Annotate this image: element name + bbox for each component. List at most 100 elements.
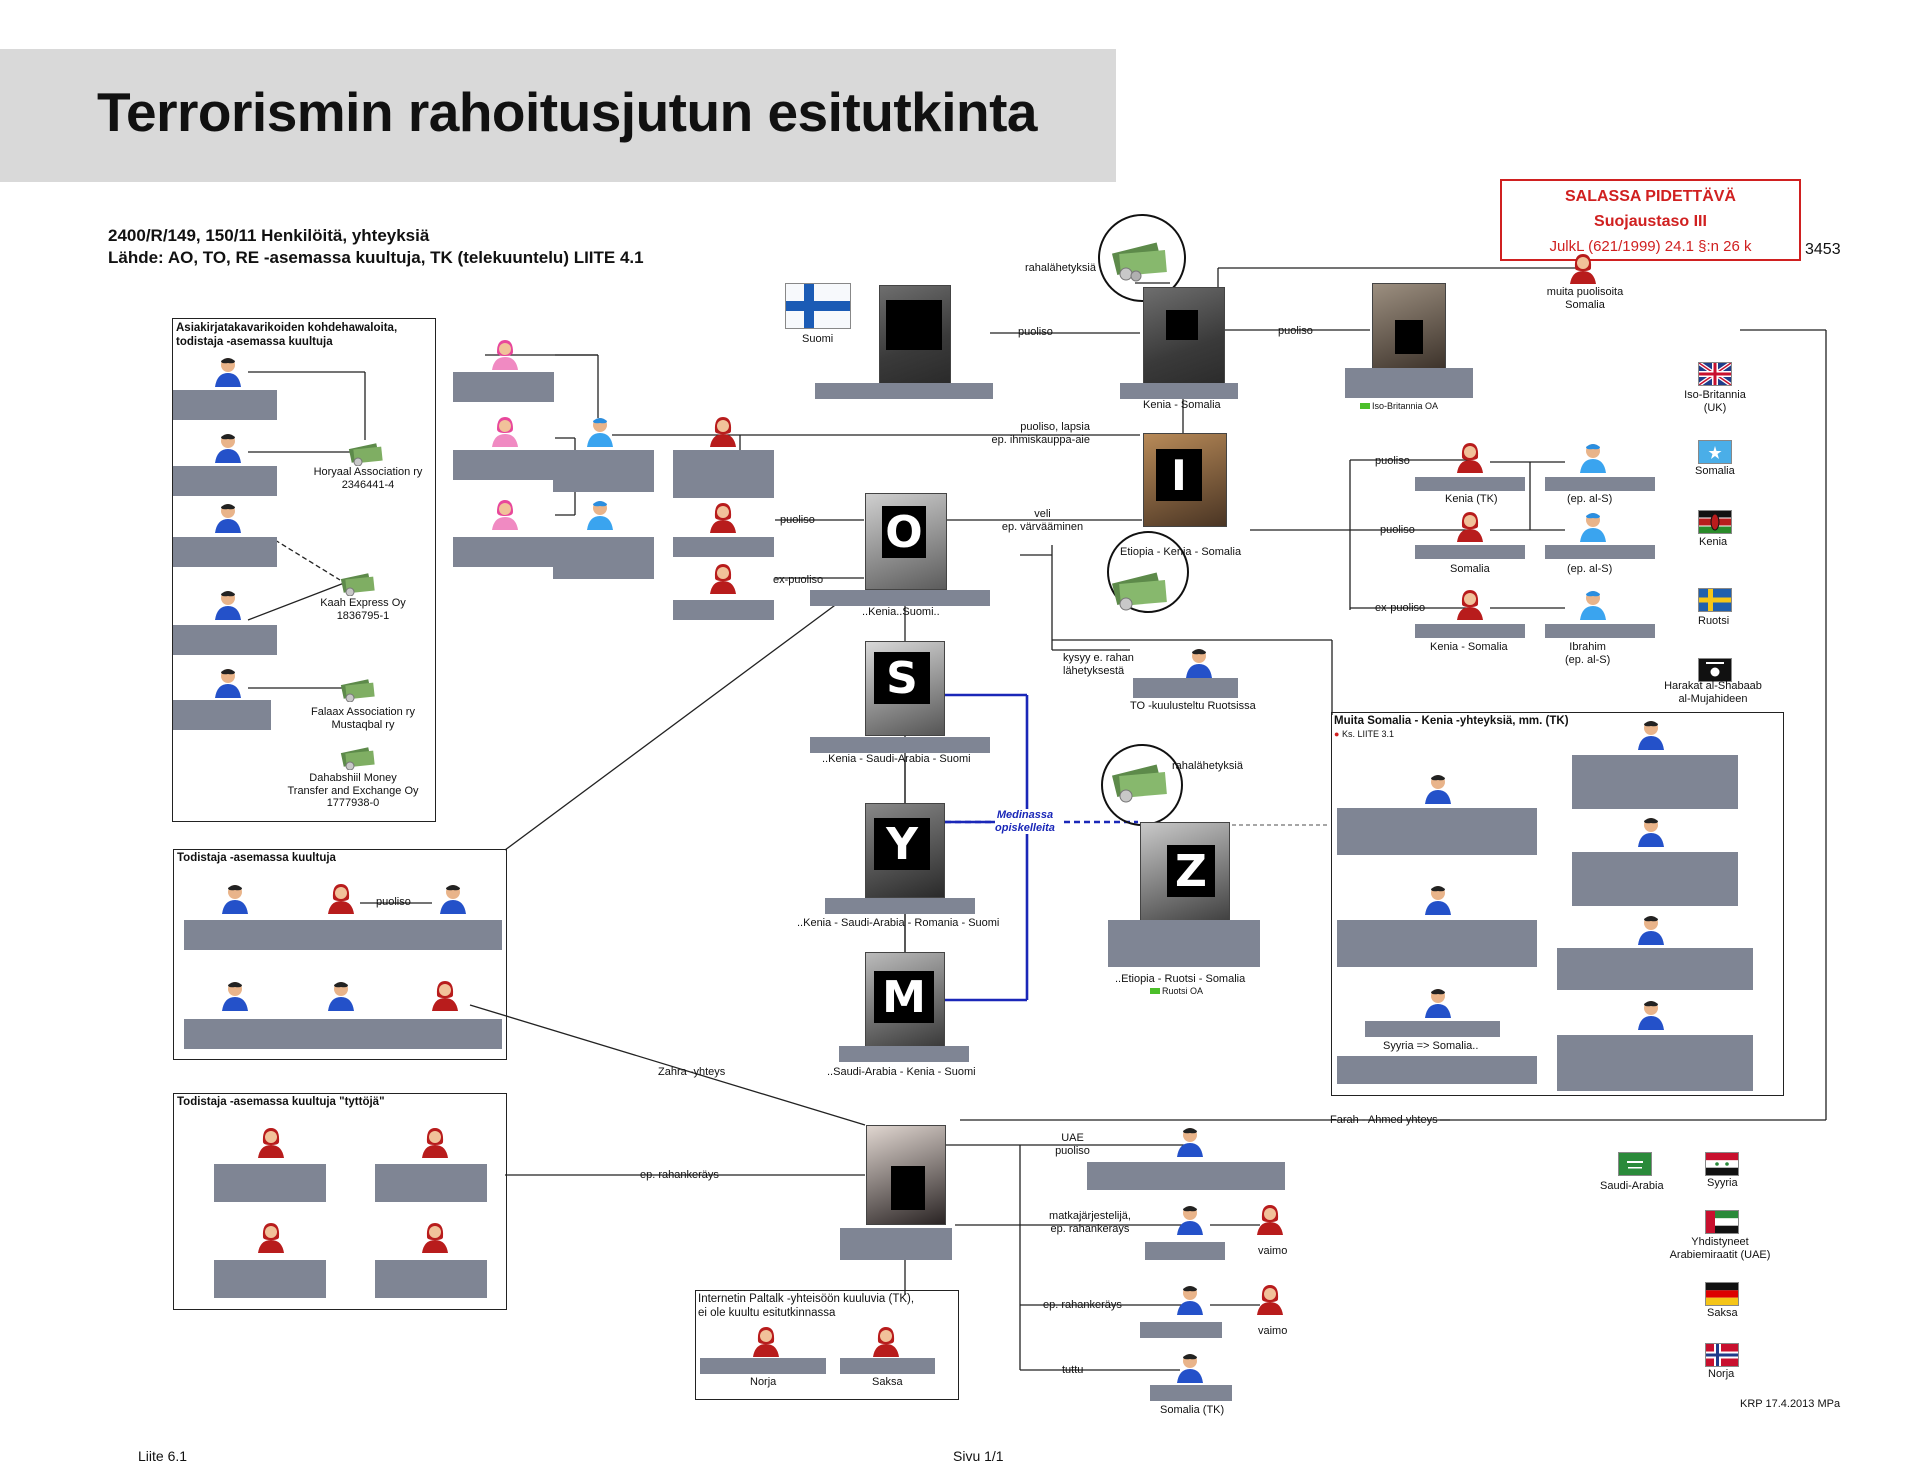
org-falaax: Falaax Association ry Mustaqbal ry <box>311 706 415 731</box>
person-Y-caption: ..Kenia - Saudi-Arabia - Romania - Suomi <box>797 917 1000 929</box>
person-I-photo: I <box>1143 433 1227 527</box>
legend-saudi: Saudi-Arabia <box>1600 1180 1664 1192</box>
label-rc-puoliso-1: puoliso <box>1375 455 1410 467</box>
top-right-sub: Iso-Britannia OA <box>1360 401 1438 411</box>
redacted-name <box>840 1228 952 1260</box>
label-medinassa: Medinassa opiskelleita <box>995 809 1055 835</box>
box-asiakirja <box>172 318 436 822</box>
org-kaah: Kaah Express Oy 1836795-1 <box>320 597 406 622</box>
male-person-icon <box>215 590 241 620</box>
female-person-icon <box>492 500 518 530</box>
legend-uae: Yhdistyneet Arabiemiraatit (UAE) <box>1669 1236 1771 1261</box>
flag-saksa-icon <box>1705 1282 1739 1306</box>
person-Z-photo: Z <box>1140 822 1230 924</box>
redacted-name <box>839 1046 969 1062</box>
label-puoliso-todistaja: puoliso <box>376 896 411 908</box>
redacted-name <box>375 1260 487 1298</box>
male-person-icon <box>1580 512 1606 542</box>
box-internet <box>695 1290 959 1400</box>
legend-harakat: Harakat al-Shabaab al-Mujahideen <box>1664 680 1762 705</box>
label-zahra: Zahra -yhteys <box>658 1066 726 1078</box>
redacted-name <box>1337 1056 1537 1084</box>
male-person-icon <box>215 357 241 387</box>
label-puoliso-left: puoliso <box>1018 326 1053 338</box>
money-icon <box>1110 760 1170 804</box>
label-puoliso-lapsia: puoliso, lapsia ep. ihmiskauppa-aie <box>991 421 1090 446</box>
person-Y-photo: Y <box>865 803 945 898</box>
redacted-name <box>810 590 990 606</box>
box-asiakirja-title: Asiakirjatakavarikoiden kohdehawaloita, … <box>176 322 398 348</box>
female-person-icon <box>1570 254 1596 284</box>
label-syyria-somalia: Syyria => Somalia.. <box>1383 1040 1479 1052</box>
muita-puolisoita: muita puolisoita Somalia <box>1546 286 1624 311</box>
redacted-name <box>1150 1385 1232 1401</box>
redacted-name <box>1120 383 1238 399</box>
male-person-icon <box>1425 885 1451 915</box>
flag-uae-icon <box>1705 1210 1739 1234</box>
box-muita <box>1331 712 1784 1096</box>
classification-line-2: Suojaustaso III <box>1594 213 1707 230</box>
person-photo <box>1372 283 1446 373</box>
label-saksa: Saksa <box>872 1376 903 1388</box>
box-muita-title: Muita Somalia - Kenia -yhteyksiä, mm. (T… <box>1334 715 1569 727</box>
redacted-name <box>453 537 554 567</box>
redacted-name <box>1345 368 1473 398</box>
redacted-name <box>375 1164 487 1202</box>
redacted-name <box>1572 755 1738 809</box>
male-person-icon <box>215 668 241 698</box>
redacted-name <box>673 537 774 557</box>
classification-line-3: JulkL (621/1999) 24.1 §:n 26 k <box>1549 238 1752 255</box>
label-veli: veli ep. värvääminen <box>1001 508 1084 533</box>
classification-line-1: SALASSA PIDETTÄVÄ <box>1565 188 1736 205</box>
header-line-1: 2400/R/149, 150/11 Henkilöitä, yhteyksiä <box>108 226 430 245</box>
male-person-icon <box>222 884 248 914</box>
redacted-name <box>1557 948 1753 990</box>
footer-sivu: Sivu 1/1 <box>953 1448 1004 1464</box>
label-rahalahetyksia-top: rahalähetyksiä <box>1025 262 1096 274</box>
rc-kenia-somalia: Kenia - Somalia <box>1430 641 1508 653</box>
footer-krp: KRP 17.4.2013 MPa <box>1740 1398 1841 1410</box>
male-person-icon <box>1177 1127 1203 1157</box>
female-person-icon <box>710 503 736 533</box>
redacted-name <box>1087 1162 1285 1190</box>
money-icon <box>340 570 376 597</box>
female-person-icon <box>492 417 518 447</box>
label-puoliso-right: puoliso <box>1278 325 1313 337</box>
redacted-name <box>673 600 774 620</box>
rc-ep-als-2: (ep. al-S) <box>1567 563 1613 575</box>
label-matkajarjestelija: matkajärjestelijä, ep. rahankeräys <box>1049 1210 1131 1235</box>
male-person-icon <box>1177 1353 1203 1383</box>
flag-uk-icon <box>1698 362 1732 386</box>
flag-ruotsi-icon <box>1698 588 1732 612</box>
money-icon <box>340 744 376 771</box>
label-kysyy: kysyy e. rahan lähetyksestä <box>1063 652 1134 677</box>
label-ep-rahankerays: ep. rahankeräys <box>640 1169 719 1181</box>
label-ex-puoliso-o: ex-puoliso <box>773 574 824 586</box>
male-person-icon <box>1425 988 1451 1018</box>
female-person-icon <box>1257 1205 1283 1235</box>
redacted-name <box>173 625 277 655</box>
title-bar <box>0 49 1116 182</box>
male-person-icon <box>1638 720 1664 750</box>
female-person-icon <box>1457 590 1483 620</box>
male-person-icon <box>328 981 354 1011</box>
male-person-icon <box>215 503 241 533</box>
female-person-icon <box>328 884 354 914</box>
top-center-caption: Kenia - Somalia <box>1143 399 1221 411</box>
person-Z-caption: ..Etiopia - Ruotsi - Somalia <box>1115 973 1246 985</box>
male-person-icon <box>1186 648 1212 678</box>
label-somalia-tk: Somalia (TK) <box>1160 1404 1225 1416</box>
money-icon <box>348 440 384 467</box>
org-horyaal: Horyaal Association ry 2346441-4 <box>313 466 423 491</box>
legend-ruotsi: Ruotsi <box>1698 615 1730 627</box>
redacted-name <box>173 390 277 420</box>
legend-syyria: Syyria <box>1707 1177 1738 1189</box>
box-tyttoja-title: Todistaja -asemassa kuultuja "tyttöjä" <box>177 1096 385 1108</box>
redacted-name <box>810 737 990 753</box>
money-icon <box>340 676 376 703</box>
redacted-name <box>453 372 554 402</box>
redacted-name <box>184 1019 502 1049</box>
label-rc-ex-puoliso: ex-puoliso <box>1375 602 1426 614</box>
rc-ibrahim: Ibrahim (ep. al-S) <box>1565 641 1611 666</box>
redacted-name <box>1133 678 1238 698</box>
